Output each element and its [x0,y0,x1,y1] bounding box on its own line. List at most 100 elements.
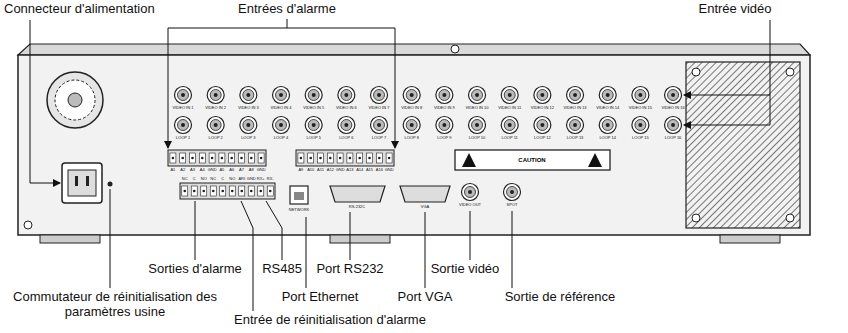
terminal-screw [211,157,214,160]
port-label: VIDEO IN 4 [271,106,292,110]
bnc-pin [638,93,642,97]
terminal-slot [229,186,235,196]
port-label: LOOP 4 [274,136,288,140]
terminal-slot [267,186,273,196]
pin-label: A11 [317,168,324,172]
terminal-screw [300,157,303,160]
rs232-port [330,186,385,202]
pin-label: ARI [238,177,245,181]
port-label: VIDEO IN 10 [465,106,488,110]
panel-body [18,55,810,235]
bnc-pin [671,123,675,127]
terminal-slot [357,153,363,163]
bnc-connector [599,87,616,104]
port-label: VIDEO IN 7 [369,106,390,110]
bnc-connector [534,87,551,104]
bnc-pin [377,123,381,127]
caution-text: CAUTION [518,157,545,163]
bnc-pin [475,123,479,127]
port-label: LOOP 3 [241,136,255,140]
port-label: VIDEO IN 16 [661,106,684,110]
port-label: LOOP 9 [437,136,451,140]
port-label: VIDEO IN 15 [629,106,652,110]
terminal-screw [259,190,262,193]
bnc-connector [175,117,192,134]
leader-line [306,217,307,288]
bnc-pin [246,93,250,97]
port-label: VIDEO IN 1 [173,106,194,110]
pin-label: NO [201,177,207,181]
fan-grill [686,62,800,228]
bnc-connector [371,117,388,134]
bnc-connector [338,117,355,134]
bnc-pin [573,123,577,127]
panel-top-lip [18,44,810,55]
bnc-connector [632,87,649,104]
terminal-screw [183,190,186,193]
terminal-slot [191,186,197,196]
terminal-slot [258,153,264,163]
bnc-ring [308,90,319,101]
callout-label: Connecteur d'alimentation [4,2,155,17]
bnc-connector [240,87,257,104]
bnc-pin [606,93,610,97]
terminal-block [180,183,275,199]
bnc-ring [537,90,548,101]
callout-label: Sorties d'alarme [148,262,242,277]
port-label: VIDEO IN 6 [336,106,357,110]
terminal-slot [180,153,186,163]
terminal-slot [209,153,215,163]
terminal-slot [239,153,245,163]
port-label: VIDEO IN 11 [498,106,521,110]
bnc-connector [504,184,521,201]
bnc-pin [508,93,512,97]
terminal-slot [337,153,343,163]
callout-label: Sortie vidéo [431,262,500,277]
bnc-ring [507,187,518,198]
port-label: LOOP 1 [176,136,190,140]
port-label: LOOP 10 [469,136,486,140]
terminal-screw [388,157,391,160]
terminal-screw [260,157,263,160]
bnc-pin [181,93,185,97]
terminal-screw [191,157,194,160]
pin-label: A10 [307,168,314,172]
bnc-ring [570,120,581,131]
power-socket [62,163,102,203]
terminal-slot [182,186,188,196]
pin-label: GND [247,177,256,181]
terminal-screw [181,157,184,160]
leader-line [241,201,253,311]
pin-label: NC [182,177,188,181]
terminal-slot [201,186,207,196]
screw [692,68,700,76]
terminal-slot [367,153,373,163]
pin-label: RX- [267,177,274,181]
warning-triangle [462,153,476,167]
terminal-screw [230,157,233,160]
bnc-pin [442,93,446,97]
port-label: LOOP 11 [502,136,518,140]
bnc-ring [465,187,476,198]
terminal-screw [193,190,196,193]
port-label: LOOP 2 [208,136,222,140]
bnc-pin [468,190,472,194]
terminal-slot [298,153,304,163]
bnc-connector [436,87,453,104]
bnc-ring [210,120,221,131]
bnc-ring [243,120,254,131]
leader-line [684,95,770,96]
terminal-slot [239,186,245,196]
terminal-screw [269,190,272,193]
bnc-ring [341,120,352,131]
bnc-ring [602,90,613,101]
leader-line [684,125,770,126]
terminal-screw [339,157,342,160]
terminal-screw [368,157,371,160]
bnc-ring [472,90,483,101]
bnc-connector [462,184,479,201]
bnc-pin [638,123,642,127]
bnc-connector [665,87,682,104]
bnc-ring [439,90,450,101]
power-fan-inner [55,80,95,120]
